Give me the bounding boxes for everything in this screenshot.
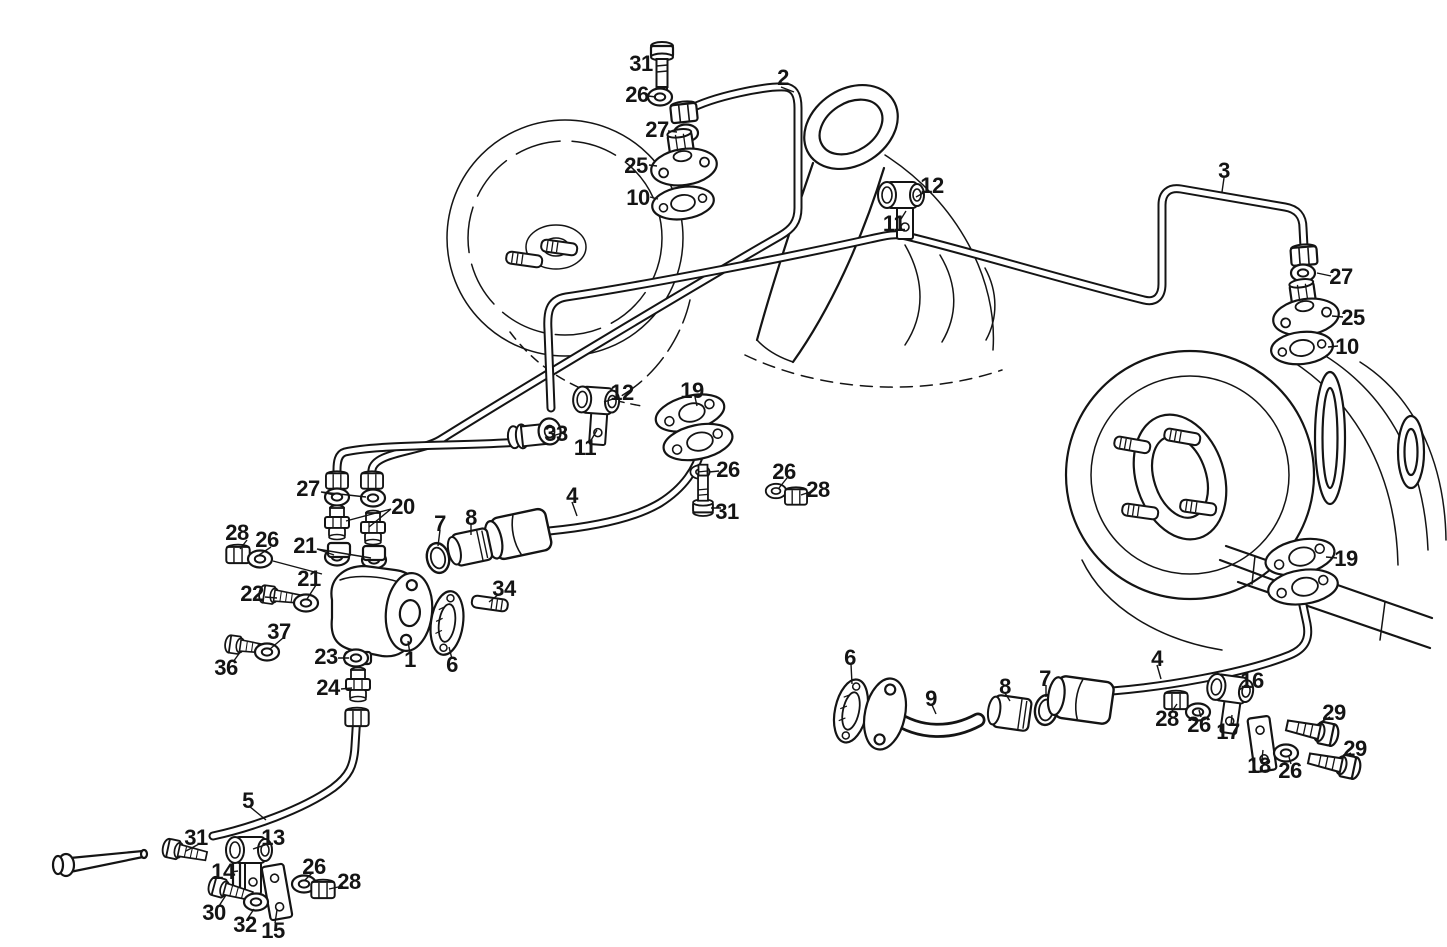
part-callout-26: 26 [716,457,740,482]
part-callout-7: 7 [1039,666,1051,691]
part-callout-26: 26 [772,459,796,484]
part-callout-6: 6 [446,652,458,677]
part-callout-34: 34 [492,576,516,601]
part-callout-15: 15 [261,918,285,943]
leader-lines [185,86,1352,924]
part-callout-7: 7 [434,511,446,536]
part-callout-5: 5 [242,788,254,813]
pipe-3 [543,184,1309,413]
part-callout-11: 11 [573,435,597,460]
part-callout-24: 24 [316,675,340,700]
part-callout-13: 13 [261,825,285,850]
part-callout-19: 19 [680,378,704,403]
part-callout-12: 12 [920,173,944,198]
part-callout-30: 30 [202,900,226,925]
part-callout-26: 26 [1187,712,1211,737]
part-callout-26: 26 [302,854,326,879]
part-callout-14: 14 [211,859,235,884]
part-callout-12: 12 [610,380,634,405]
part-callout-28: 28 [337,869,361,894]
part-callout-19: 19 [1334,546,1358,571]
part-callout-27: 27 [645,117,669,142]
part-callout-32: 32 [233,912,257,937]
part-callout-25: 25 [624,153,648,178]
part-callout-33: 33 [544,421,568,446]
part-callout-21: 21 [293,533,317,558]
part-callout-26: 26 [625,82,649,107]
part-callout-26: 26 [255,527,279,552]
part-callout-8: 8 [999,674,1011,699]
part-callout-28: 28 [1155,706,1179,731]
pipe-5 [208,709,362,841]
part-callout-36: 36 [214,655,238,680]
elbow-9 [862,677,986,751]
part-callout-2: 2 [777,65,789,90]
part-callout-28: 28 [806,477,830,502]
part-callout-26: 26 [1278,758,1302,783]
part-callout-29: 29 [1343,736,1367,761]
part-callout-16: 16 [1240,668,1264,693]
part-callout-23: 23 [314,644,338,669]
right-turbo-sketch [1064,347,1447,651]
part-callout-22: 22 [240,581,264,606]
part-callout-1: 1 [404,647,416,672]
part-callout-6: 6 [844,645,856,670]
part-callout-18: 18 [1247,753,1271,778]
part-callout-37: 37 [267,619,291,644]
part-callout-31: 31 [184,825,208,850]
part-callout-28: 28 [225,520,249,545]
part-callout-11: 11 [882,211,906,236]
part-callout-27: 27 [296,476,320,501]
pipe-4-right [1107,591,1313,696]
part-callout-8: 8 [465,505,477,530]
part-callout-10: 10 [1335,334,1359,359]
part-callout-17: 17 [1216,719,1240,744]
part-callout-10: 10 [626,185,650,210]
part-callout-4: 4 [1151,646,1163,671]
part-callout-29: 29 [1322,700,1346,725]
long-rod [51,848,149,878]
part-callout-21: 21 [297,566,321,591]
part-callout-31: 31 [715,499,739,524]
fittings [51,40,1364,922]
part-callout-4: 4 [566,483,578,508]
part-callout-25: 25 [1341,305,1365,330]
part-callout-20: 20 [391,494,415,519]
part-callout-31: 31 [629,51,653,76]
pipe-33-branch [332,437,525,486]
part-callout-3: 3 [1218,158,1230,183]
part-callout-27: 27 [1329,264,1353,289]
part-callout-9: 9 [925,686,937,711]
left-turbo-sketch [446,119,1003,407]
